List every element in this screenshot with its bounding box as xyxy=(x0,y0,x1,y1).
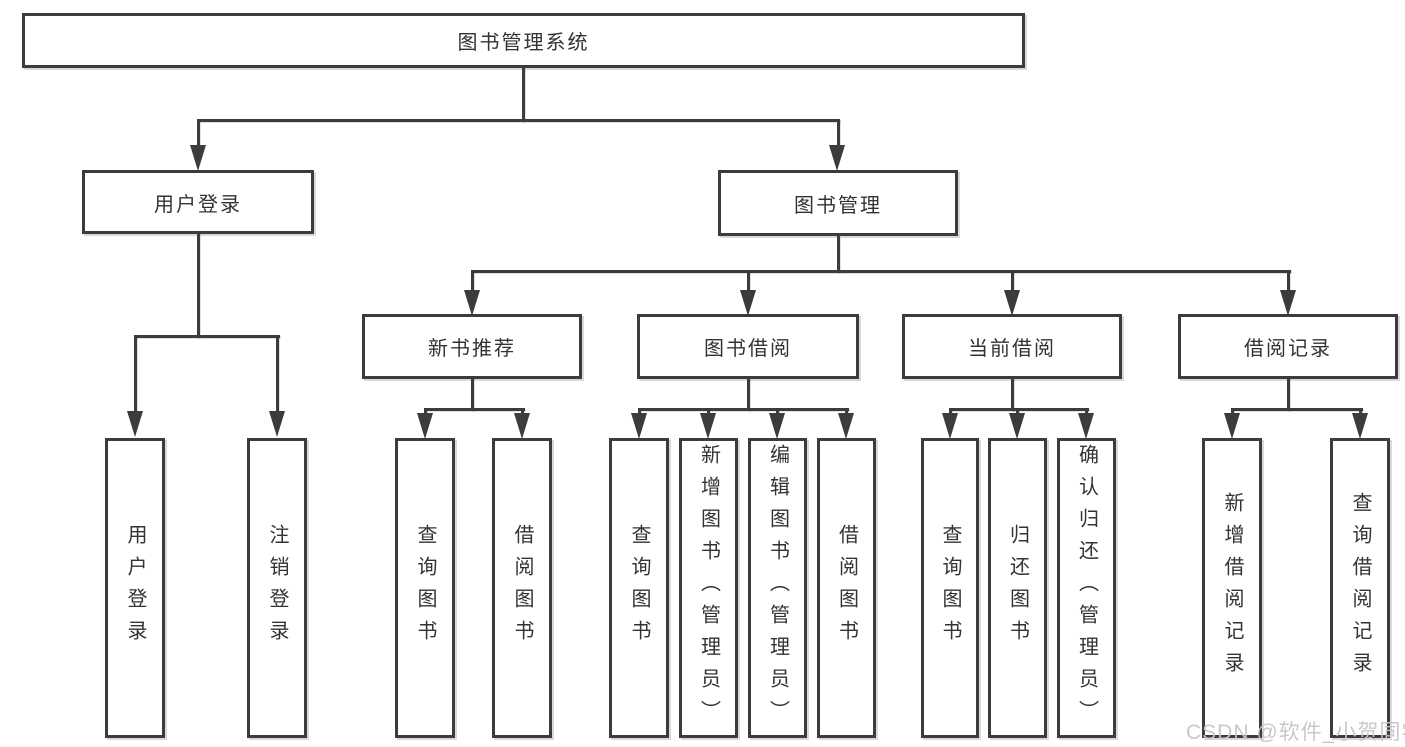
leaf-query-books-borrowing: 查询图书 xyxy=(609,438,669,738)
node-book-borrowing: 图书借阅 xyxy=(637,314,859,379)
connector-line xyxy=(471,377,474,411)
connector-line xyxy=(424,408,525,411)
node-new-book-recommend: 新书推荐 xyxy=(362,314,582,379)
node-new-book-recommend-label: 新书推荐 xyxy=(428,338,516,360)
connector-line xyxy=(707,408,710,415)
arrowhead-down-icon xyxy=(631,413,647,439)
arrowhead-down-icon xyxy=(1004,290,1020,316)
connector-line xyxy=(1011,270,1014,291)
connector-line xyxy=(776,408,779,415)
arrowhead-down-icon xyxy=(942,413,958,439)
leaf-borrow-books-label: 借阅图书 xyxy=(835,524,858,652)
leaf-edit-books-admin: 编辑图书（管理员） xyxy=(748,438,807,738)
leaf-query-books-recommend: 查询图书 xyxy=(395,438,455,738)
arrowhead-down-icon xyxy=(1280,290,1296,316)
node-library-system: 图书管理系统 xyxy=(22,13,1025,68)
csdn-watermark: CSDN @软件_小贺同学 xyxy=(1186,721,1405,744)
leaf-add-borrow-record: 新增借阅记录 xyxy=(1202,438,1262,738)
connector-line xyxy=(276,335,279,411)
leaf-add-borrow-record-label: 新增借阅记录 xyxy=(1221,492,1243,684)
connector-line xyxy=(1085,408,1088,415)
connector-line xyxy=(134,335,137,411)
connector-line xyxy=(471,270,474,291)
connector-line xyxy=(949,408,952,415)
leaf-user-login-label: 用户登录 xyxy=(124,524,146,652)
node-book-borrowing-label: 图书借阅 xyxy=(704,338,792,360)
arrowhead-down-icon xyxy=(1352,413,1368,439)
leaf-query-books-current: 查询图书 xyxy=(921,438,979,738)
connector-line xyxy=(197,232,200,338)
connector-line xyxy=(949,408,1089,411)
node-book-management-label: 图书管理 xyxy=(794,194,882,217)
connector-line xyxy=(747,270,750,291)
leaf-return-books-label: 归还图书 xyxy=(1006,524,1029,652)
leaf-query-books-recommend-label: 查询图书 xyxy=(414,524,436,652)
connector-line xyxy=(1011,377,1014,411)
arrowhead-down-icon xyxy=(417,413,433,439)
leaf-borrow-books: 借阅图书 xyxy=(817,438,876,738)
connector-line xyxy=(1359,408,1362,415)
leaf-logout-label: 注销登录 xyxy=(266,524,288,652)
connector-line xyxy=(134,335,280,338)
node-borrowing-records-label: 借阅记录 xyxy=(1244,338,1332,360)
leaf-confirm-return-admin-label: 确认归还（管理员） xyxy=(1075,444,1098,732)
leaf-edit-books-admin-label: 编辑图书（管理员） xyxy=(766,444,789,732)
connector-line xyxy=(522,67,525,122)
leaf-add-books-admin: 新增图书（管理员） xyxy=(679,438,738,738)
leaf-confirm-return-admin: 确认归还（管理员） xyxy=(1057,438,1116,738)
arrowhead-down-icon xyxy=(127,411,143,437)
leaf-query-books-current-label: 查询图书 xyxy=(939,524,961,652)
arrowhead-down-icon xyxy=(1078,413,1094,439)
node-book-management: 图书管理 xyxy=(718,170,958,236)
connector-line xyxy=(521,408,524,415)
leaf-query-borrow-record: 查询借阅记录 xyxy=(1330,438,1390,738)
leaf-add-books-admin-label: 新增图书（管理员） xyxy=(697,444,720,732)
arrowhead-down-icon xyxy=(1224,413,1240,439)
connector-line xyxy=(197,119,840,122)
arrowhead-down-icon xyxy=(514,413,530,439)
leaf-borrow-books-recommend-label: 借阅图书 xyxy=(511,524,533,652)
node-library-system-label: 图书管理系统 xyxy=(457,32,590,54)
arrowhead-down-icon xyxy=(740,290,756,316)
connector-line xyxy=(638,408,641,415)
leaf-user-login: 用户登录 xyxy=(105,438,165,738)
arrowhead-down-icon xyxy=(1009,413,1025,439)
connector-line xyxy=(424,408,427,415)
leaf-query-borrow-record-label: 查询借阅记录 xyxy=(1349,492,1371,684)
connector-line xyxy=(471,270,1291,273)
leaf-return-books: 归还图书 xyxy=(988,438,1047,738)
leaf-borrow-books-recommend: 借阅图书 xyxy=(492,438,552,738)
arrowhead-down-icon xyxy=(829,145,845,171)
arrowhead-down-icon xyxy=(190,145,206,171)
node-user-login: 用户登录 xyxy=(82,170,314,234)
connector-line xyxy=(1016,408,1019,415)
leaf-query-books-borrowing-label: 查询图书 xyxy=(628,524,650,652)
connector-line xyxy=(638,408,849,411)
arrowhead-down-icon xyxy=(700,413,716,439)
node-current-borrowing: 当前借阅 xyxy=(902,314,1122,379)
connector-line xyxy=(1287,270,1290,291)
connector-line xyxy=(1231,408,1363,411)
arrowhead-down-icon xyxy=(838,413,854,439)
arrowhead-down-icon xyxy=(464,290,480,316)
connector-line xyxy=(837,119,840,147)
connector-line xyxy=(845,408,848,415)
connector-line xyxy=(1287,377,1290,411)
connector-line xyxy=(837,236,840,273)
connector-line xyxy=(1231,408,1234,415)
connector-line xyxy=(747,377,750,411)
connector-line xyxy=(197,119,200,147)
node-user-login-label: 用户登录 xyxy=(154,193,242,216)
node-current-borrowing-label: 当前借阅 xyxy=(968,338,1056,360)
arrowhead-down-icon xyxy=(269,411,285,437)
node-borrowing-records: 借阅记录 xyxy=(1178,314,1398,379)
leaf-logout: 注销登录 xyxy=(247,438,307,738)
arrowhead-down-icon xyxy=(769,413,785,439)
